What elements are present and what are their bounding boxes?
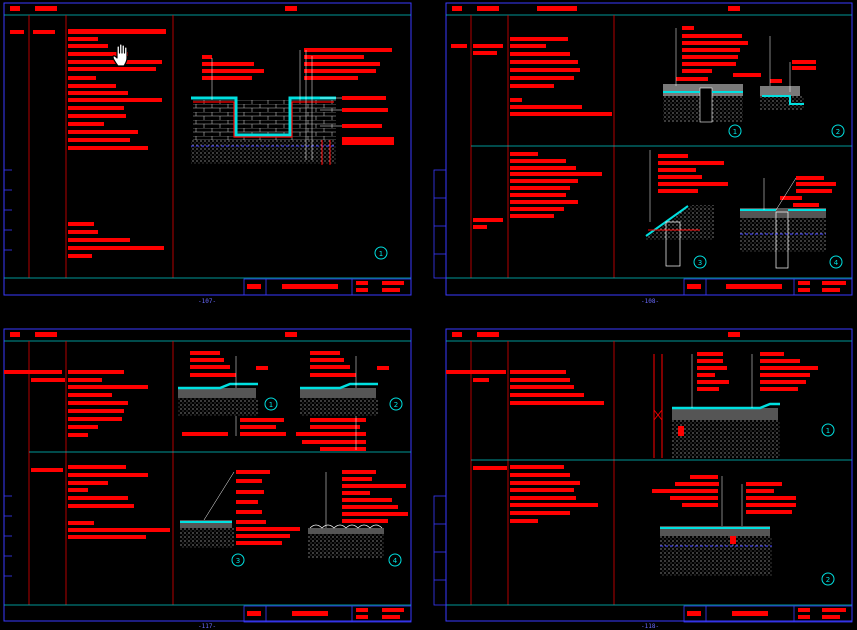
sheet-108: 1 2 3 4: [433, 2, 853, 296]
callout-number: 2: [826, 576, 830, 584]
callout-number: 3: [236, 557, 240, 565]
callout-number: 4: [393, 557, 398, 565]
hand-pointer-icon: [112, 43, 128, 67]
page-number: -118-: [641, 623, 660, 630]
callout-number: 2: [836, 128, 840, 136]
callout-number: 1: [379, 250, 383, 258]
callout-number: 3: [698, 259, 702, 267]
callout-number: 1: [269, 401, 273, 409]
callout-number: 4: [834, 259, 839, 267]
sheet-117: 1 2 3 4: [3, 328, 412, 623]
sheet-118: 1 2: [433, 328, 853, 623]
callout-number: 1: [733, 128, 737, 136]
page-number: -108-: [641, 298, 660, 305]
callout-number: 2: [394, 401, 398, 409]
page-number: -107-: [198, 298, 217, 305]
sheet-107: 1: [3, 2, 412, 296]
page-number: -117-: [198, 623, 217, 630]
callout-number: 1: [826, 427, 830, 435]
